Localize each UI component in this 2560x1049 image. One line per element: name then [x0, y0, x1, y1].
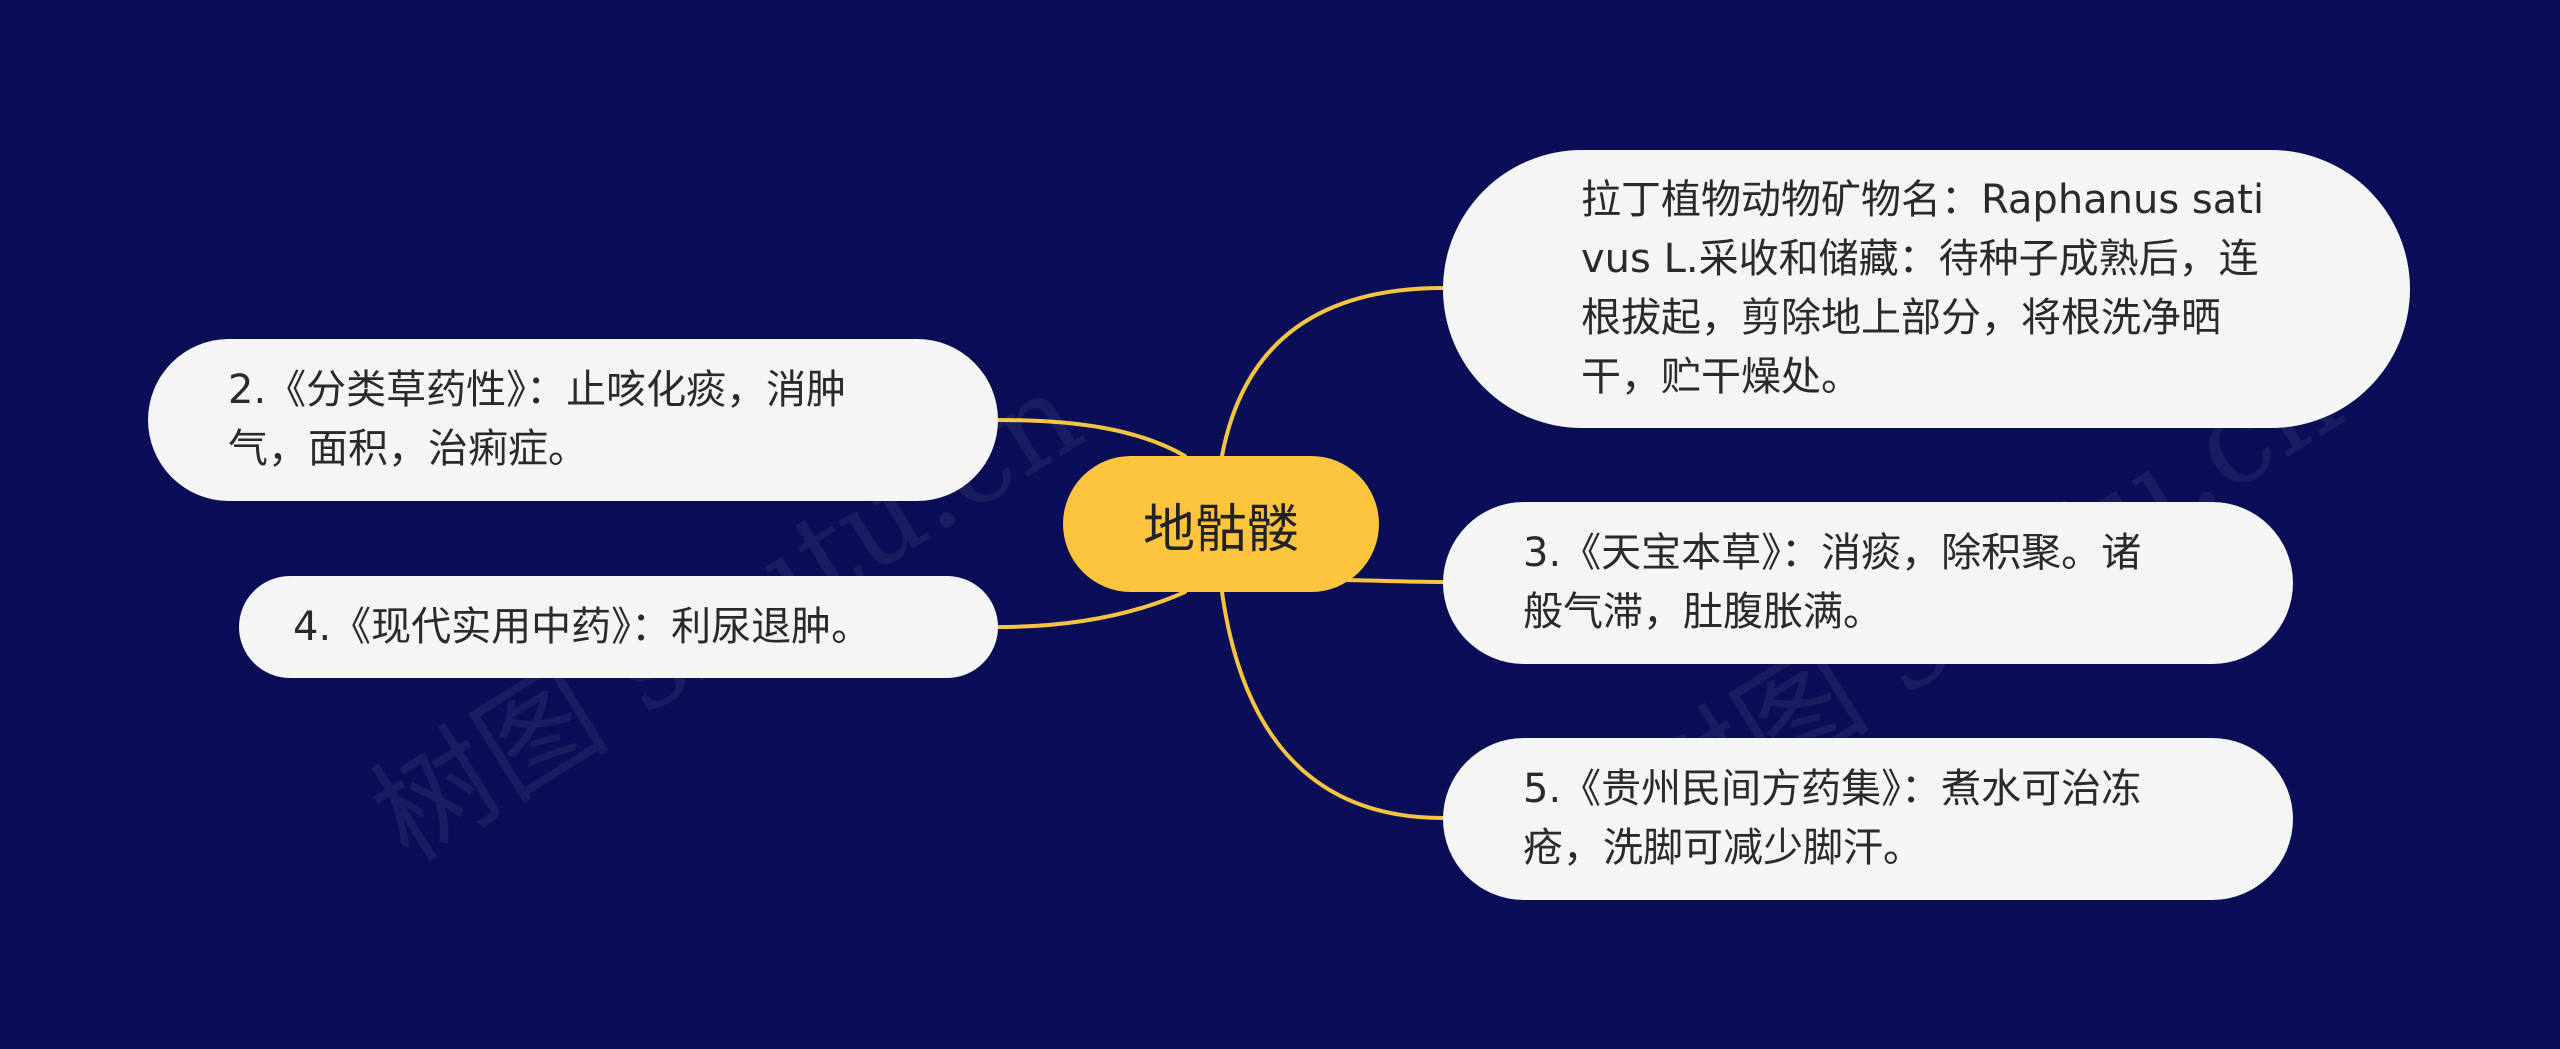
- central-topic-label: 地骷髅: [1142, 499, 1299, 560]
- connector-item5: [1220, 590, 1445, 820]
- branch-item2[interactable]: 2.《分类草药性》：止咳化痰，消肿气，面积，治痢症。: [148, 339, 998, 501]
- branch-item4-text: 4.《现代实用中药》：利尿退肿。: [293, 603, 872, 650]
- branch-latin-name-text: 拉丁植物动物矿物名：Raphanus sativus L.采收和储藏：待种子成熟…: [1581, 177, 2265, 400]
- central-topic[interactable]: 地骷髅: [1063, 456, 1379, 592]
- connector-item3: [1338, 578, 1445, 584]
- connector-latin: [1220, 286, 1445, 458]
- branch-item3[interactable]: 3.《天宝本草》：消痰，除积聚。诸般气滞，肚腹胀满。: [1443, 502, 2293, 664]
- connector-item2: [996, 418, 1187, 458]
- branch-item4[interactable]: 4.《现代实用中药》：利尿退肿。: [239, 576, 998, 678]
- branch-item5[interactable]: 5.《贵州民间方药集》：煮水可治冻疮，洗脚可减少脚汗。: [1443, 738, 2293, 900]
- branch-item3-text: 3.《天宝本草》：消痰，除积聚。诸般气滞，肚腹胀满。: [1523, 530, 2142, 635]
- branch-item2-text: 2.《分类草药性》：止咳化痰，消肿气，面积，治痢症。: [228, 367, 847, 472]
- connector-item4: [996, 590, 1187, 629]
- branch-latin-name[interactable]: 拉丁植物动物矿物名：Raphanus sativus L.采收和储藏：待种子成熟…: [1443, 150, 2410, 428]
- branch-item5-text: 5.《贵州民间方药集》：煮水可治冻疮，洗脚可减少脚汗。: [1523, 766, 2142, 871]
